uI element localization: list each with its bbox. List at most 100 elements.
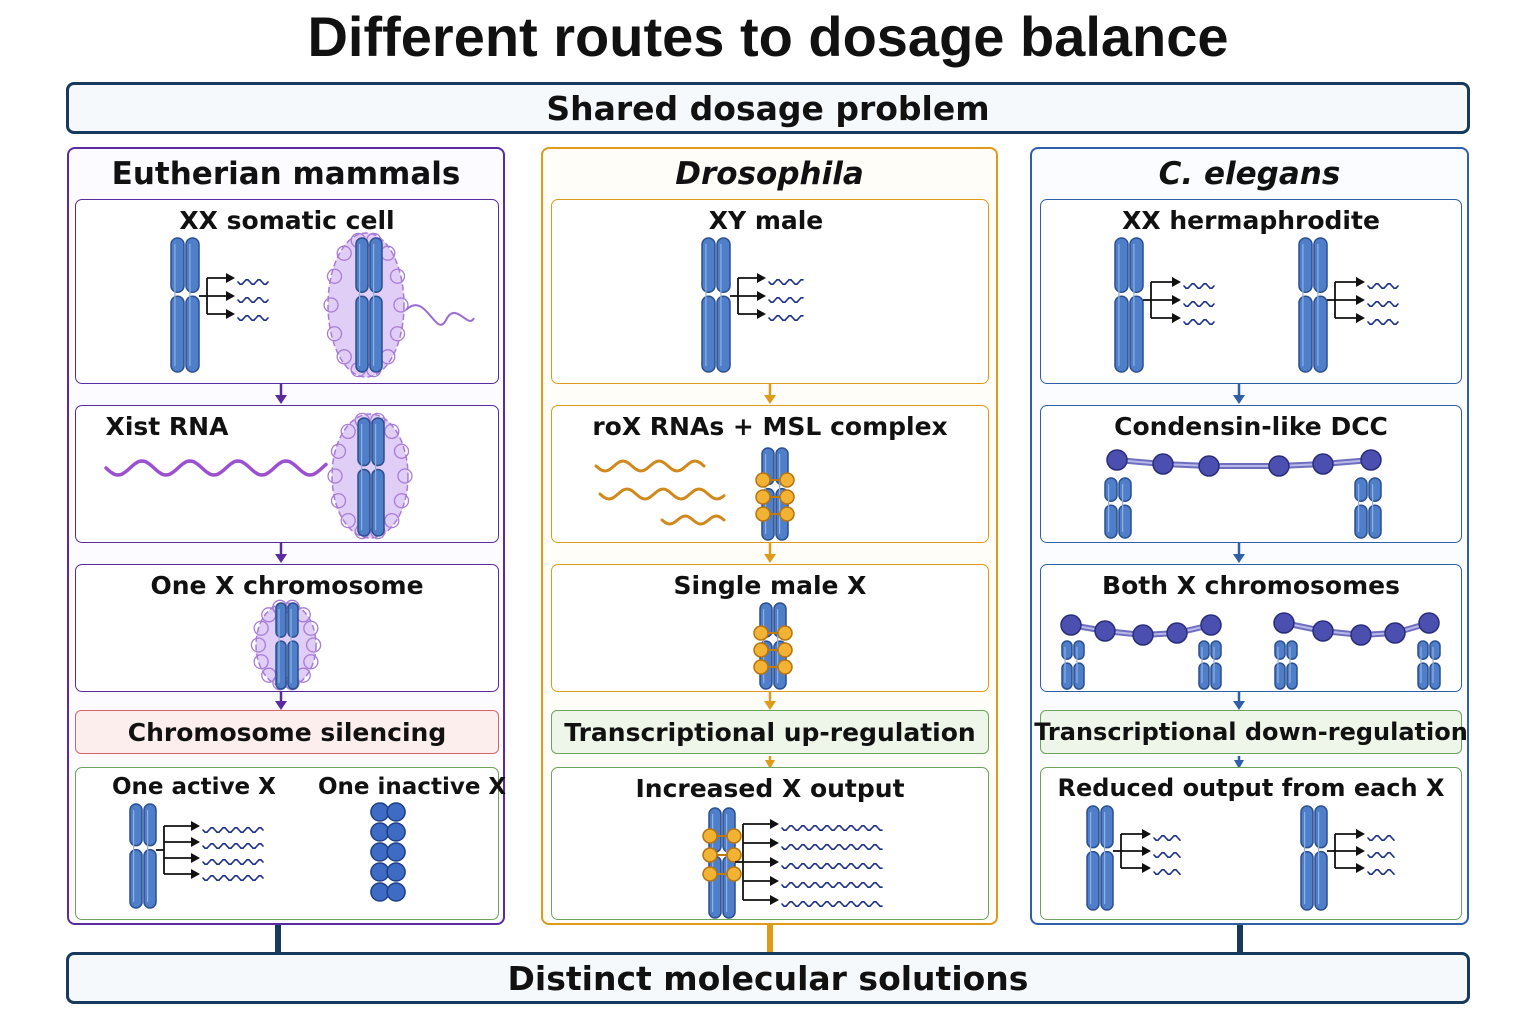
xx-hermaphrodite-illustration: [1114, 237, 1399, 373]
down-arrow-icon: [275, 692, 287, 710]
panel-single-male-x: Single male X: [551, 564, 989, 692]
panel-rox-msl: roX RNAs + MSL complex: [551, 405, 989, 543]
one-x-illustration: [250, 599, 322, 691]
transcription-arrows: [1143, 277, 1215, 325]
dcc-illustration: [1104, 449, 1382, 539]
panel-active-inactive-x: One active X One inactive X: [75, 767, 506, 920]
xy-male-illustration: [701, 237, 804, 373]
xist-coat-strand: [405, 304, 475, 326]
coated-x-chromosome: [357, 417, 385, 537]
msl-complex: [702, 828, 742, 882]
panel-xx-hermaphrodite: XX hermaphrodite: [1040, 199, 1462, 384]
dcc-chain-2: [1273, 612, 1440, 646]
down-arrow-icon: [1234, 756, 1244, 769]
dcc-anchor-chromosome: [1354, 477, 1382, 539]
down-arrow-icon: [1233, 384, 1245, 404]
x-chromosome-2: [1300, 805, 1328, 911]
flow-arrow: [274, 543, 288, 563]
flow-arrow: [763, 384, 777, 404]
panel-title: Single male X: [673, 571, 867, 600]
label-one-inactive-x: One inactive X: [318, 774, 507, 800]
panel-xist-rna: Xist RNA: [75, 405, 499, 543]
column-title: C. elegans: [1158, 156, 1341, 192]
flow-arrow: [764, 754, 776, 769]
panel-title: XX hermaphrodite: [1122, 206, 1380, 235]
down-arrow-icon: [1233, 543, 1245, 563]
distinct-solutions-band: Distinct molecular solutions: [66, 952, 1470, 1004]
panel-title: XY male: [708, 206, 824, 235]
up-regulation-banner: Transcriptional up-regulation: [551, 710, 989, 754]
down-arrow-icon: [765, 756, 775, 769]
flow-arrow: [1232, 543, 1246, 563]
x-chromosome-1: [1061, 640, 1085, 690]
xist-rna-strand: [104, 459, 328, 477]
chromosome-silencing-banner: Chromosome silencing: [75, 710, 499, 754]
panel-title: XX somatic cell: [179, 206, 395, 235]
active-inactive-illustration: [129, 802, 406, 909]
x-chromosome-1: [1086, 805, 1114, 911]
flow-arrow: [274, 384, 288, 404]
panel-increased-x-output: Increased X output: [551, 767, 989, 920]
active-transcription-arrows: [156, 821, 264, 881]
panel-one-x-chromosome: One X chromosome: [75, 564, 499, 692]
down-arrow-icon: [764, 543, 776, 563]
x-chromosome-2: [1417, 640, 1441, 690]
single-male-x-illustration: [753, 602, 793, 690]
condensed-inactive-x: [370, 802, 406, 902]
rox-rna-strand: [594, 459, 706, 473]
column-eutherian-mammals: Eutherian mammals XX somatic cell Xist R…: [67, 147, 506, 925]
reduced-output-illustration: [1086, 805, 1395, 911]
rox-rna-strand: [660, 514, 726, 526]
xist-rna-illustration: [104, 412, 413, 540]
transcription-arrows: [730, 273, 804, 321]
column-title: Eutherian mammals: [111, 156, 461, 192]
column-drosophila: Drosophila XY male roX RNAs + MSL comple…: [541, 147, 998, 925]
column-connector: [767, 925, 773, 953]
flow-arrow: [763, 543, 777, 563]
increased-output-illustration: [702, 807, 883, 919]
column-connector: [1237, 925, 1243, 953]
rox-rna-strand: [598, 487, 726, 501]
panel-title: One X chromosome: [150, 571, 424, 600]
msl-complex: [755, 472, 795, 522]
x-chromosome-1: [1114, 237, 1144, 373]
page-title: Different routes to dosage balance: [307, 5, 1229, 68]
panel-title: Increased X output: [635, 774, 905, 803]
dcc-chain-1: [1060, 614, 1222, 646]
flow-arrow: [274, 692, 288, 710]
active-x-chromosome: [129, 803, 157, 909]
panel-title: Both X chromosomes: [1102, 571, 1400, 600]
column-title: Drosophila: [675, 156, 864, 192]
both-x-illustration: [1060, 612, 1441, 690]
panel-both-x-chromosomes: Both X chromosomes: [1040, 564, 1462, 692]
active-x-chromosome: [170, 237, 200, 373]
down-arrow-icon: [275, 543, 287, 563]
upregulated-x-chromosome: [708, 807, 736, 919]
panel-title: roX RNAs + MSL complex: [592, 412, 948, 441]
flow-arrow: [1232, 692, 1246, 710]
x-chromosome-2: [1274, 640, 1298, 690]
flow-arrow: [1232, 384, 1246, 404]
reduced-transcription-arrows: [1113, 829, 1181, 875]
x-chromosome-1: [1198, 640, 1222, 690]
transcription-arrows: [199, 273, 269, 321]
flow-arrow: [1233, 754, 1245, 769]
transcription-arrows: [1327, 277, 1399, 325]
panel-xy-male: XY male: [551, 199, 989, 384]
x-chromosome-2: [1298, 237, 1328, 373]
msl-complex: [753, 625, 793, 675]
flow-arrow: [763, 692, 777, 710]
label-one-active-x: One active X: [112, 774, 276, 800]
down-arrow-icon: [275, 384, 287, 404]
panel-title: Condensin-like DCC: [1114, 412, 1388, 441]
shared-problem-band: Shared dosage problem: [66, 82, 1470, 134]
panel-xx-somatic-cell: XX somatic cell: [75, 199, 499, 384]
panel-reduced-output: Reduced output from each X: [1040, 767, 1462, 920]
down-arrow-icon: [764, 384, 776, 404]
dcc-anchor-chromosome: [1104, 477, 1132, 539]
down-arrow-icon: [1233, 692, 1245, 710]
column-connector: [275, 925, 281, 953]
column-c-elegans: C. elegans XX hermaphrodite Condensin-li…: [1030, 147, 1469, 925]
down-arrow-icon: [764, 692, 776, 710]
condensin-dcc-chain: [1106, 449, 1382, 477]
